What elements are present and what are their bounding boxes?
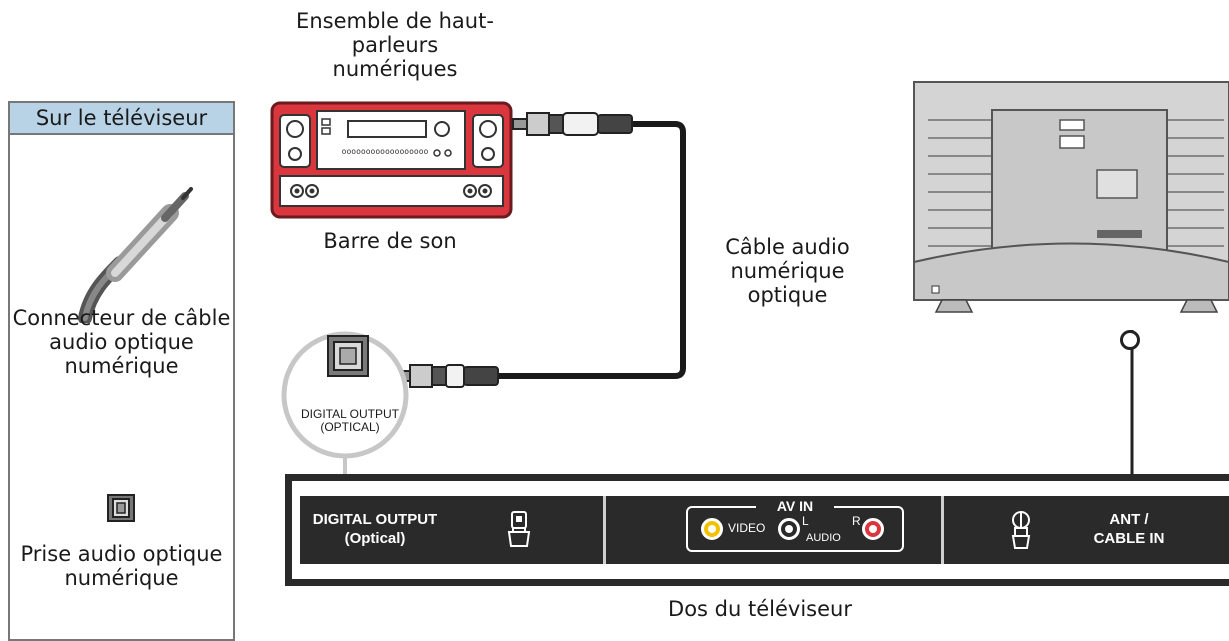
- optical-cable-connector-icon: [78, 187, 193, 323]
- segment-divider: [941, 496, 944, 564]
- audio-r-jack: [862, 518, 884, 540]
- callout-line2: (OPTICAL): [320, 420, 380, 434]
- av-in-label: AV IN: [756, 498, 834, 514]
- optical-port-icon: [507, 511, 531, 547]
- port-band: DIGITAL OUTPUT (Optical) AV IN VIDEO L A…: [300, 496, 1229, 564]
- video-jack: [701, 518, 723, 540]
- soundbar-receiver-illustration: oooooooooooooooooo: [270, 101, 513, 219]
- ant-line2: CABLE IN: [1093, 530, 1165, 547]
- side-panel-title: Sur le téléviseur: [10, 103, 233, 135]
- digital-output-line1: DIGITAL OUTPUT: [312, 511, 438, 528]
- optical-jack-icon: [107, 494, 135, 522]
- cable-label: Câble audio numérique optique: [725, 235, 850, 307]
- audio-label: AUDIO: [806, 532, 841, 544]
- soundbar-label: Barre de son: [323, 229, 457, 253]
- coax-port-icon: [1011, 511, 1031, 549]
- svg-text:oooooooooooooooooo: oooooooooooooooooo: [342, 147, 429, 156]
- digital-output-segment: DIGITAL OUTPUT (Optical): [300, 496, 600, 564]
- speaker-set-title: Ensemble de haut-parleurs numériques: [296, 9, 494, 81]
- digital-output-line2: (Optical): [344, 530, 406, 547]
- audio-l-label: L: [802, 514, 809, 528]
- callout-line1: DIGITAL OUTPUT: [300, 407, 399, 421]
- av-in-segment: AV IN VIDEO L AUDIO R: [606, 496, 940, 564]
- tv-callout-dot: [1120, 330, 1140, 350]
- tv-back-label: Dos du téléviseur: [668, 597, 852, 621]
- ant-line1: ANT /: [1109, 511, 1149, 528]
- top-plug-icon: [512, 112, 633, 136]
- tv-leader-line: [1130, 330, 1134, 476]
- tv-back-illustration: [913, 81, 1229, 313]
- antenna-segment: ANT / CABLE IN: [944, 496, 1229, 564]
- audio-l-jack: [778, 518, 800, 540]
- cable-connector-label: Connecteur de câble audio optique numéri…: [12, 306, 231, 378]
- audio-r-label: R: [852, 514, 861, 528]
- ant-cable-in-label: ANT / CABLE IN: [1074, 510, 1184, 548]
- segment-divider: [603, 496, 606, 564]
- side-panel: Sur le téléviseur Connecteur de câble au…: [8, 101, 235, 641]
- optical-cable-illustration: [395, 112, 686, 388]
- video-label: VIDEO: [728, 521, 766, 535]
- digital-output-label: DIGITAL OUTPUT (Optical): [300, 510, 450, 548]
- jack-label: Prise audio optique numérique: [20, 542, 223, 590]
- callout-label: DIGITAL OUTPUT (OPTICAL): [285, 408, 415, 434]
- bottom-plug-icon: [395, 364, 499, 388]
